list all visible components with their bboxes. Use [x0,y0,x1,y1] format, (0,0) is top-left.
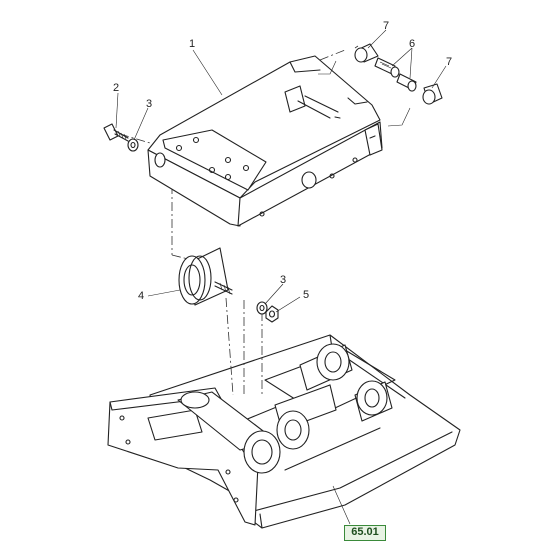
upper-frame [147,55,383,227]
shock-mount [178,247,233,306]
washer-top [127,138,139,152]
assembly-centerlines [119,45,359,396]
pin-upper [374,57,400,78]
base-plate [107,334,461,529]
washer-lower [256,301,268,315]
callout-frame: 1 [189,38,195,50]
callout-bolt: 2 [113,82,119,94]
reference-label: 65.01 [344,525,386,541]
callout-nut: 5 [303,289,309,301]
callout-bushing-right: 7 [446,56,452,68]
callout-pin: 6 [409,38,415,50]
base-roller-lower [354,380,393,422]
nut [265,305,279,323]
leader-lines [115,29,447,525]
callout-washer-top: 3 [146,98,152,110]
base-roller-upper [299,343,353,391]
bolt [103,123,129,142]
callout-washer-lower: 3 [280,274,286,286]
bushing-right [422,83,443,105]
base-roller-mid [274,384,337,450]
callout-bushing-upper: 7 [383,20,389,32]
bushing-upper [354,43,379,63]
pin-lower [396,73,417,92]
base-boss [177,391,281,474]
callout-shock-mount: 4 [138,290,144,302]
